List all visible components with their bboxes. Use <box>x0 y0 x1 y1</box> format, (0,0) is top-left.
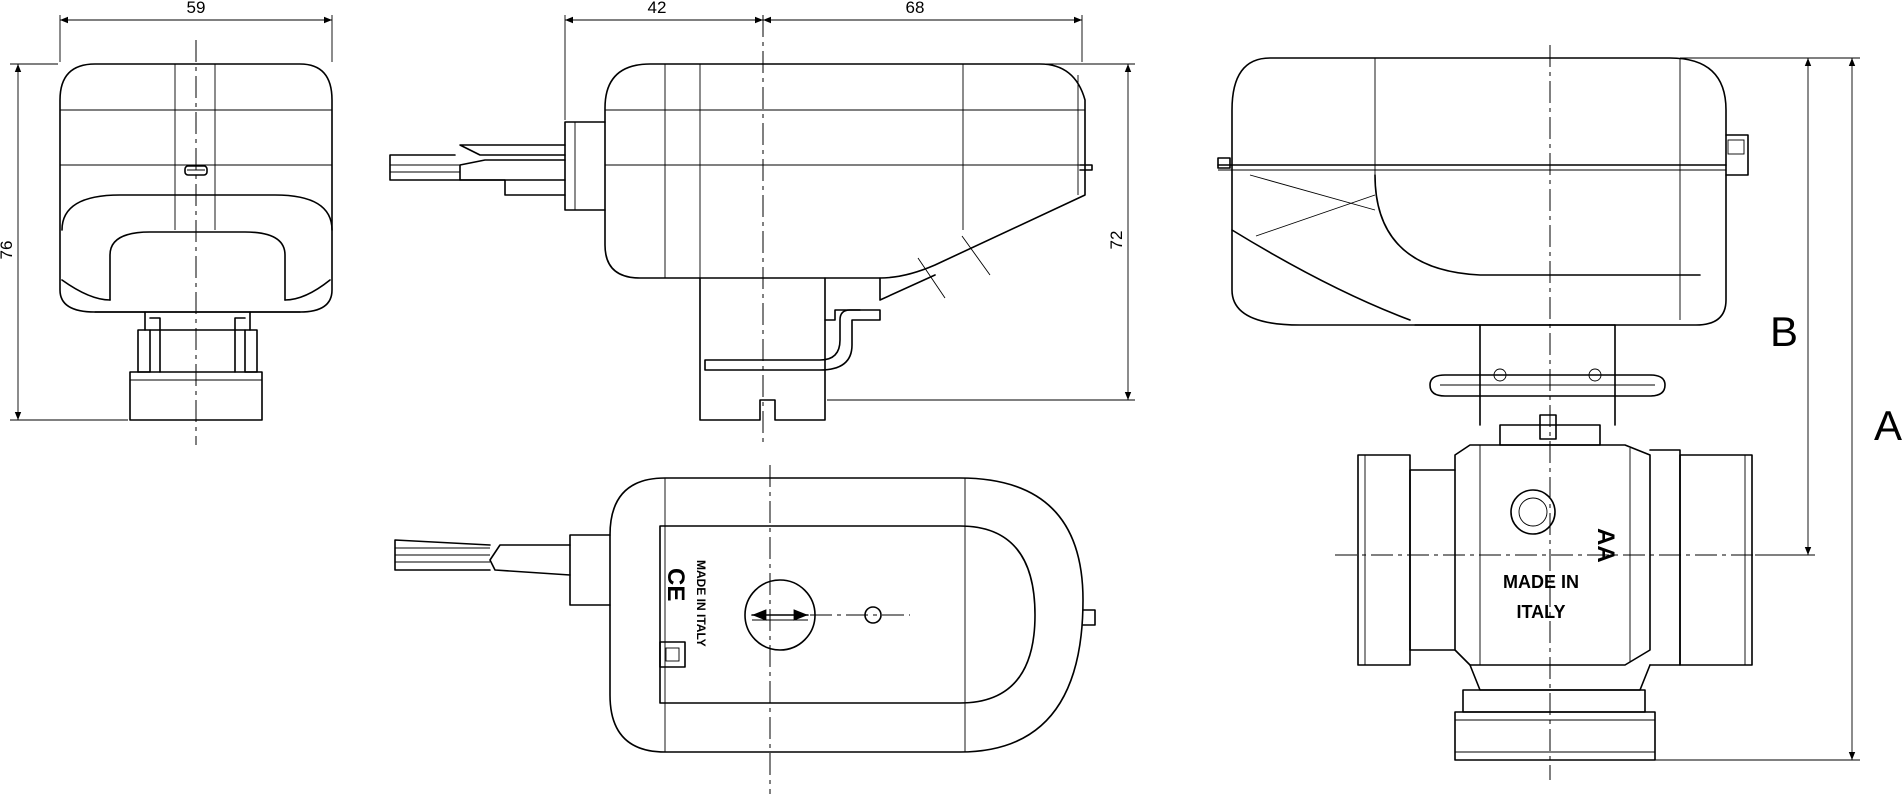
dim-side-left: 42 <box>648 0 667 17</box>
valve-made-in-text: MADE IN <box>1503 572 1579 592</box>
dim-front-width: 59 <box>187 0 206 17</box>
side-view: 42 68 72 <box>389 0 1135 445</box>
top-view: MADE IN ITALY CE <box>394 465 1096 794</box>
valve-italy-text: ITALY <box>1516 602 1565 622</box>
dim-side-right: 68 <box>906 0 925 17</box>
top-ce-mark: CE <box>662 568 689 601</box>
valve-aa-mark: AA <box>1592 528 1619 563</box>
front-view: 59 76 <box>0 0 333 445</box>
top-made-in-text: MADE IN ITALY <box>694 560 708 647</box>
dim-front-height: 76 <box>0 241 16 260</box>
valve-assembly-view: AA MADE IN ITALY B A <box>1217 45 1902 780</box>
dim-label-b: B <box>1770 308 1798 355</box>
dim-side-height: 72 <box>1107 231 1126 250</box>
dim-label-a: A <box>1874 402 1902 449</box>
